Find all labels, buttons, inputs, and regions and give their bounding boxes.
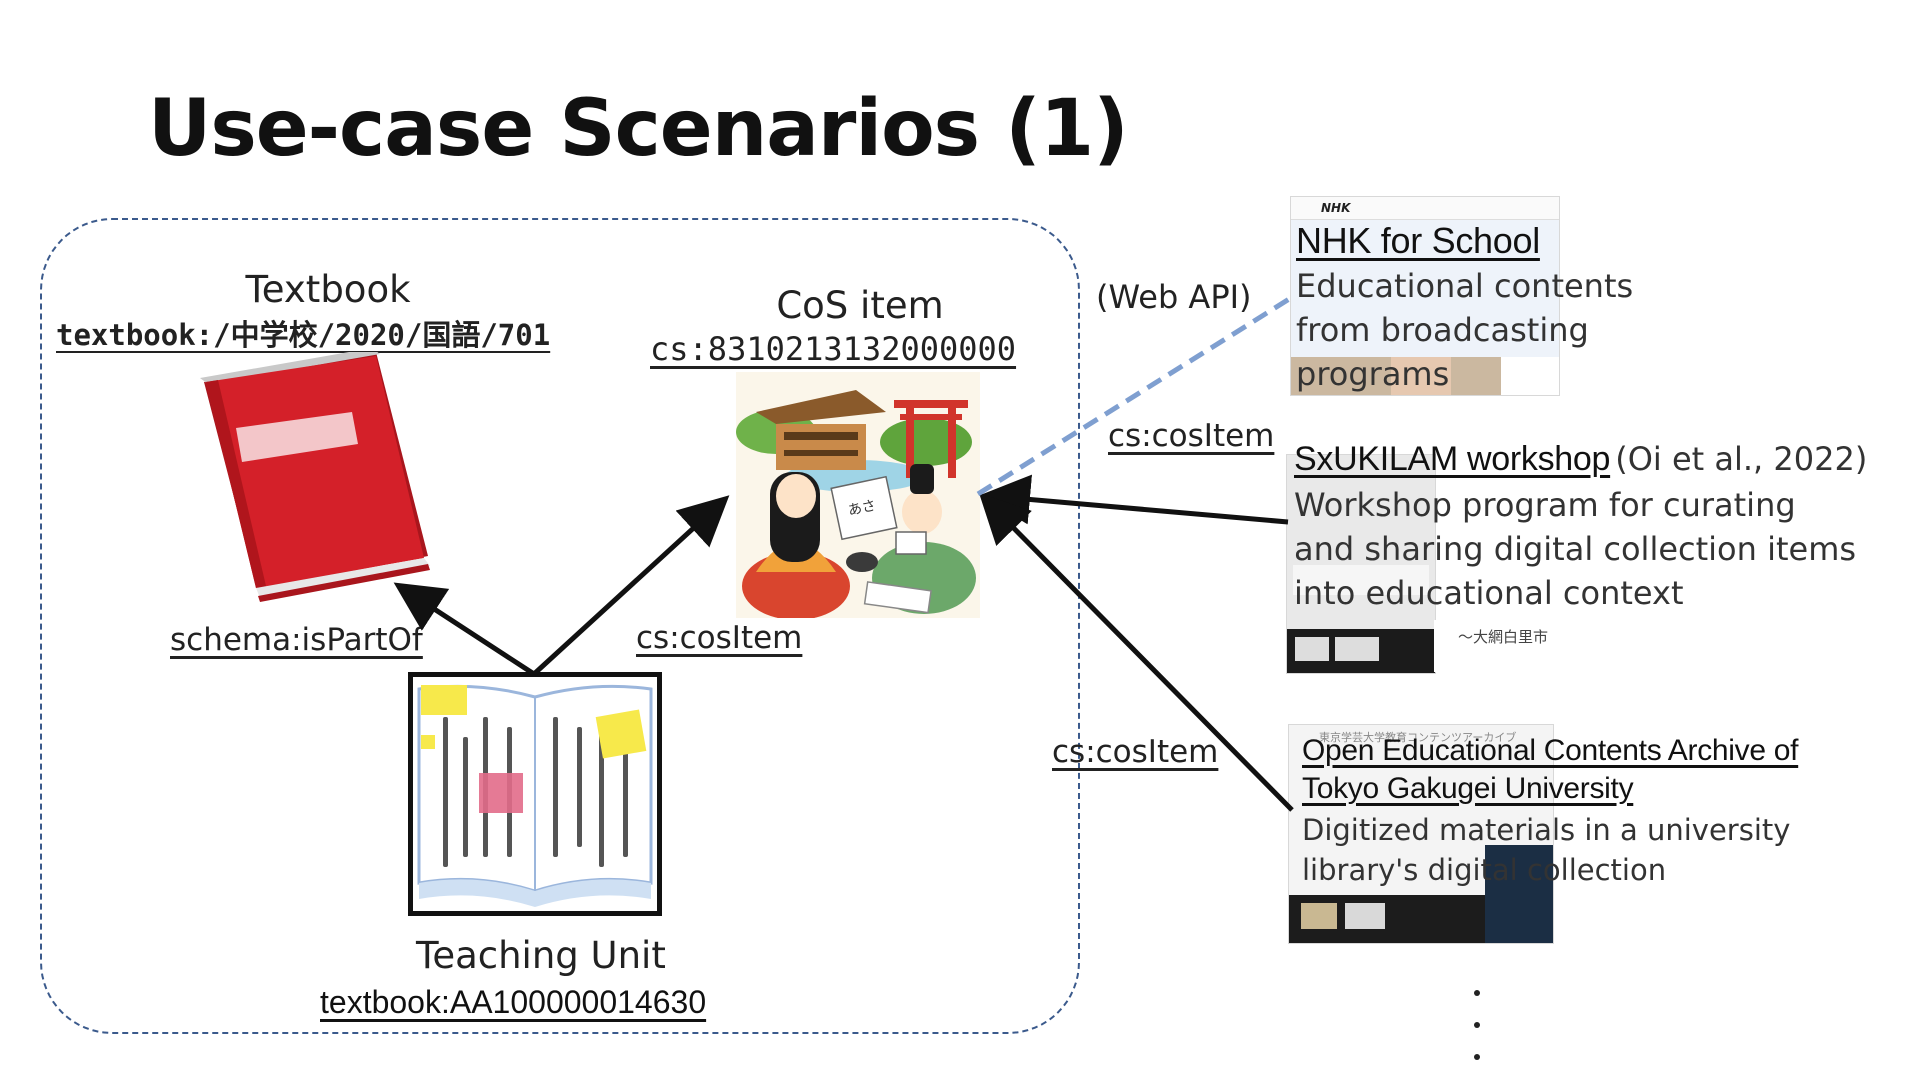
resource-workshop-citation: (Oi et al., 2022) [1615,440,1867,478]
resource-workshop: SxUKILAM workshop (Oi et al., 2022) Work… [1294,440,1894,615]
resource-nhk-description: Educational contents from broadcasting p… [1296,264,1716,396]
edge-label-unit-cos-item: cs:cosItem [636,620,802,656]
teaching-unit-identifier[interactable]: textbook:AA100000014630 [320,984,706,1021]
resource-archive: Open Educational Contents Archive of Tok… [1302,732,1902,890]
teaching-unit-frame [408,672,662,916]
heian-scene-illustration: あさ [736,372,980,618]
edge-label-archive-cos-item: cs:cosItem [1052,734,1218,770]
cos-item-identifier[interactable]: cs:8310213132000000 [650,330,1016,368]
workshop-thumbnail-caption: 〜大網白里市 [1434,620,1552,647]
edge-label-web-api: (Web API) [1096,278,1252,316]
textbook-heading: Textbook [234,268,422,311]
nhk-logo: NHK [1291,197,1559,220]
edge-label-is-part-of: schema:isPartOf [170,622,423,658]
textbook-identifier[interactable]: textbook:/中学校/2020/国語/701 [56,312,550,354]
red-book-icon [196,352,440,604]
cos-item-heading: CoS item [770,284,950,327]
resource-workshop-description: Workshop program for curating and sharin… [1294,483,1864,615]
teaching-unit-heading: Teaching Unit [416,934,656,977]
resource-archive-title[interactable]: Open Educational Contents Archive of Tok… [1302,732,1862,808]
edge-label-workshop-cos-item: cs:cosItem [1108,418,1274,454]
resource-archive-description: Digitized materials in a university libr… [1302,810,1882,890]
workshop-thumbnail-caption-strip: 〜大網白里市 [1434,620,1552,672]
open-book-icon [413,677,657,911]
resource-nhk: NHK for School Educational contents from… [1296,220,1856,396]
resource-workshop-title[interactable]: SxUKILAM workshop [1294,440,1610,478]
resource-nhk-title[interactable]: NHK for School [1296,220,1856,262]
page-title: Use-case Scenarios (1) [148,84,1128,174]
more-indicator [1474,990,1482,1060]
